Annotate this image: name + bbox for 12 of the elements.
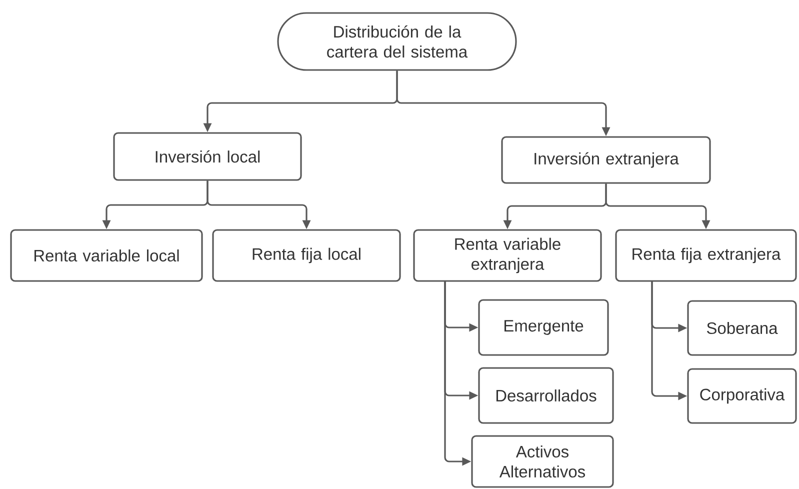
- process-box: Inversión extranjera: [501, 136, 711, 184]
- start-terminal: Distribución de la cartera del sistema: [277, 12, 517, 71]
- process-box: Inversión local: [113, 132, 302, 181]
- process-box: Renta variable local: [10, 229, 203, 282]
- process-box: Renta fija local: [212, 229, 401, 282]
- process-box: Corporativa: [687, 368, 797, 424]
- process-box: Activos Alternativos: [471, 435, 614, 488]
- process-box: Soberana: [687, 300, 797, 356]
- process-box: Desarrollados: [478, 367, 614, 424]
- process-box: Renta fija extranjera: [615, 229, 797, 282]
- process-box: Emergente: [478, 299, 609, 356]
- process-box: Renta variable extranjera: [413, 229, 602, 282]
